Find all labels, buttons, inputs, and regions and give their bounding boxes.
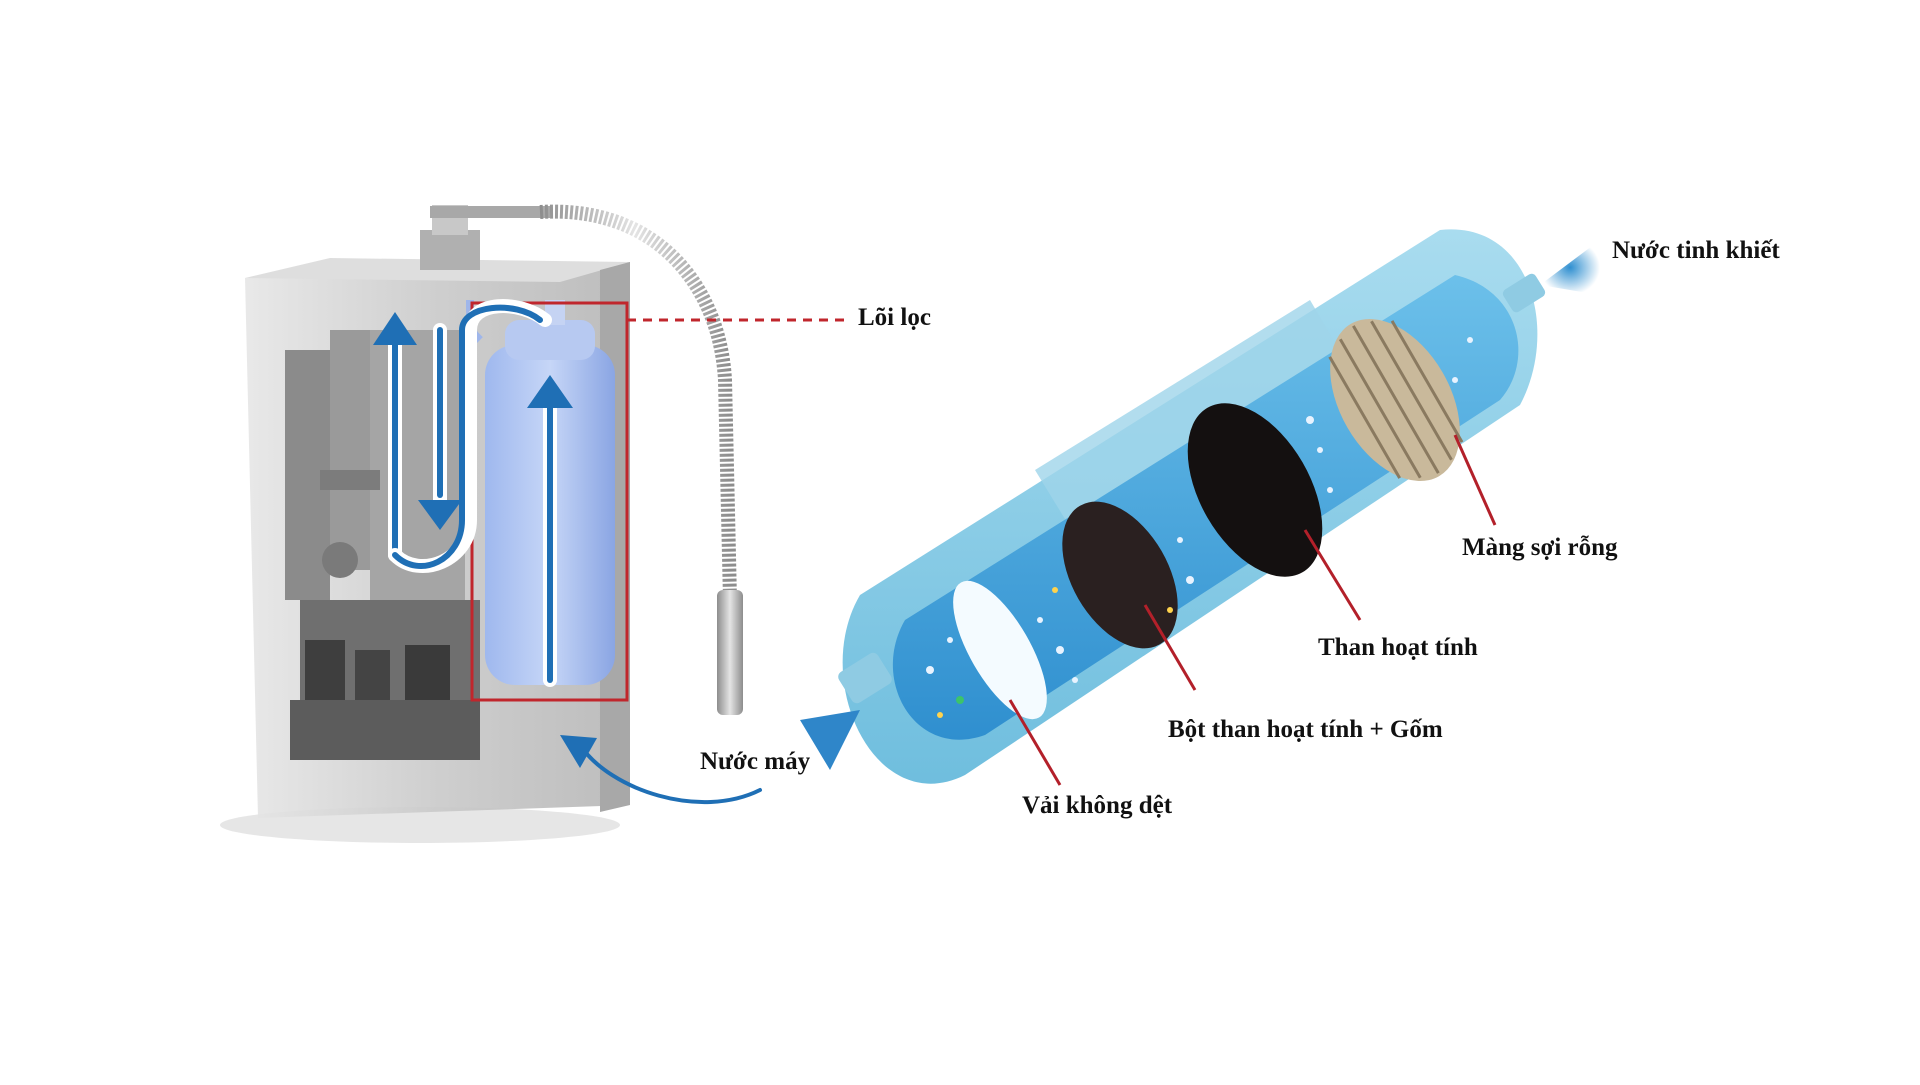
callout-lines xyxy=(1008,434,1497,786)
activated-carbon-layer xyxy=(1187,403,1323,577)
flow-arrows xyxy=(373,299,762,805)
pure-water-label: Nước tinh khiết xyxy=(1612,237,1780,264)
activated-carbon-label: Than hoạt tính xyxy=(1318,634,1478,661)
hollow-fiber-label: Màng sợi rỗng xyxy=(1462,534,1618,561)
nonwoven-label: Vải không dệt xyxy=(1022,792,1173,819)
inlet-spray xyxy=(800,710,860,770)
filter-cartridge xyxy=(800,229,1600,786)
particles xyxy=(926,337,1473,718)
outlet-spray xyxy=(1540,240,1600,295)
water-machine xyxy=(220,204,845,843)
tap-water-label: Nước máy xyxy=(700,748,811,775)
hollow-fiber-layer xyxy=(1328,318,1464,482)
nonwoven-layer xyxy=(953,580,1047,720)
filter-core-label: Lõi lọc xyxy=(858,304,931,331)
carbon-ceramic-label: Bột than hoạt tính + Gốm xyxy=(1168,716,1443,743)
